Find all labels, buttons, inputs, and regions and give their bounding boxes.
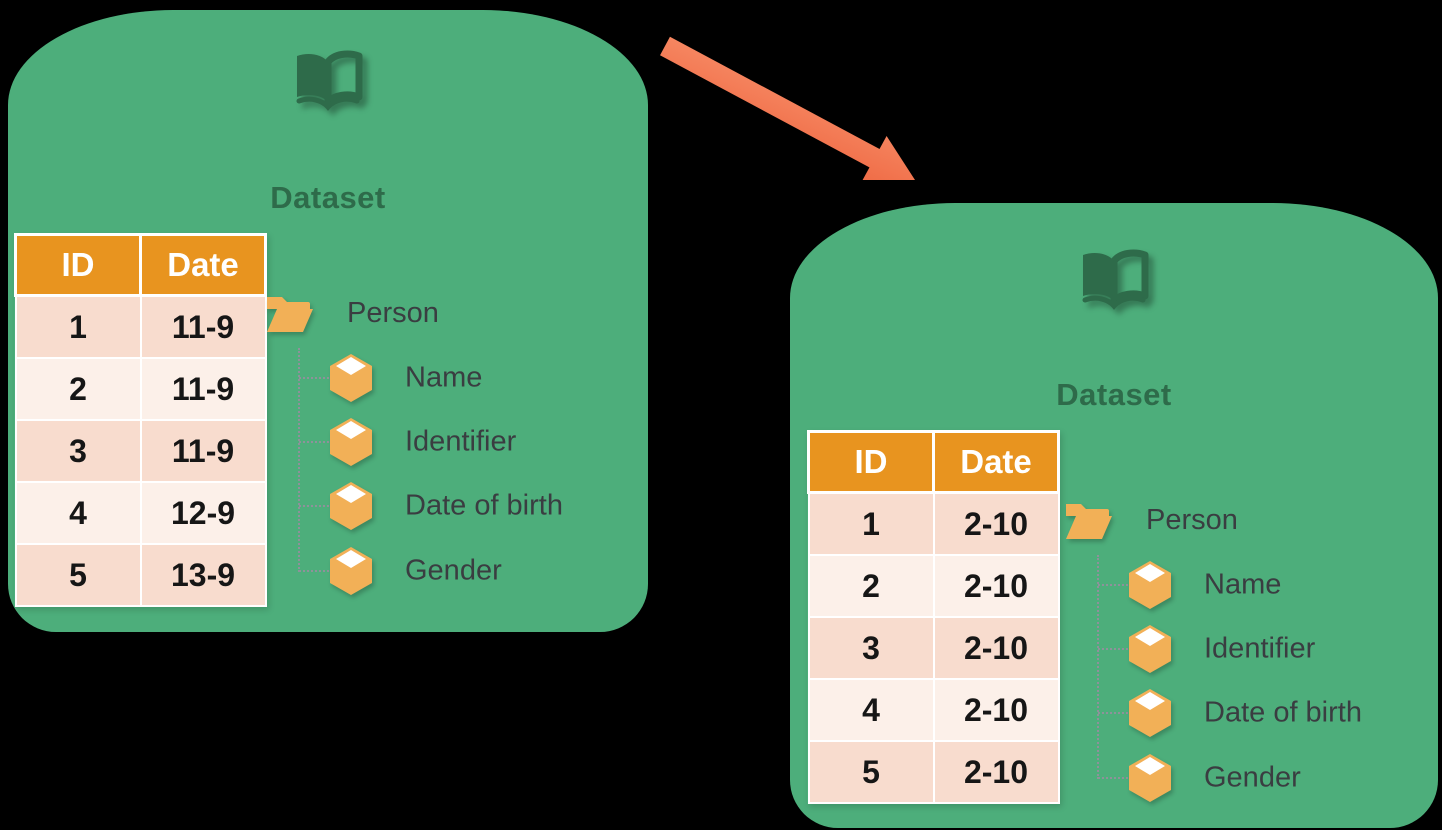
tree-root: Person (1064, 499, 1238, 541)
cube-icon (330, 482, 372, 530)
cube-icon (1129, 689, 1171, 737)
tree-connector-line (1097, 555, 1099, 779)
schema-tree: Person Name Identifier (1064, 499, 1442, 809)
table-row: 5 2-10 (807, 740, 1060, 804)
tree-item-label: Identifier (1204, 632, 1316, 665)
tree-item-label: Date of birth (1204, 696, 1362, 729)
table-row: 4 12-9 (14, 481, 267, 545)
table-row: 2 2-10 (807, 554, 1060, 618)
table-row: 3 2-10 (807, 616, 1060, 680)
date-cell: 2-10 (932, 678, 1060, 742)
table-row: 5 13-9 (14, 543, 267, 607)
flow-arrow (660, 36, 915, 180)
table-row: 3 11-9 (14, 419, 267, 483)
date-cell: 2-10 (932, 616, 1060, 680)
id-cell: 5 (807, 740, 935, 804)
id-cell: 3 (14, 419, 142, 483)
tree-item-label: Name (405, 361, 483, 394)
tree-root: Person (265, 292, 439, 334)
id-cell: 2 (807, 554, 935, 618)
date-cell: 11-9 (139, 294, 267, 359)
date-column-header: Date (932, 430, 1060, 494)
table-header-row: ID Date (14, 233, 267, 297)
cube-icon (330, 354, 372, 402)
open-folder-icon (267, 297, 313, 332)
tree-root-label: Person (347, 296, 439, 329)
tree-item: Date of birth (1064, 685, 1442, 741)
tree-item: Gender (265, 543, 645, 599)
tree-connector-stub (299, 441, 329, 443)
open-book-icon (1082, 249, 1149, 310)
date-cell: 2-10 (932, 740, 1060, 804)
dataset-panel-left: Dataset ID Date 1 11-9 2 11-9 3 11-9 4 1… (8, 10, 648, 632)
date-column-header: Date (139, 233, 267, 297)
cube-icon (330, 418, 372, 466)
tree-connector-stub (299, 377, 329, 379)
cube-icon (1129, 754, 1171, 802)
id-cell: 4 (807, 678, 935, 742)
id-cell: 3 (807, 616, 935, 680)
tree-item: Name (265, 350, 645, 406)
tree-item: Date of birth (265, 478, 645, 534)
id-cell: 2 (14, 357, 142, 421)
tree-connector-stub (1098, 648, 1128, 650)
tree-item: Gender (1064, 750, 1442, 806)
date-cell: 11-9 (139, 419, 267, 483)
id-cell: 1 (14, 294, 142, 359)
id-cell: 4 (14, 481, 142, 545)
dataset-table: ID Date 1 2-10 2 2-10 3 2-10 4 2-10 5 2-… (807, 430, 1060, 804)
tree-connector-line (298, 348, 300, 572)
tree-item: Identifier (1064, 621, 1442, 677)
tree-item: Identifier (265, 414, 645, 470)
cube-icon (1129, 561, 1171, 609)
date-cell: 2-10 (932, 491, 1060, 556)
table-row: 2 11-9 (14, 357, 267, 421)
date-cell: 2-10 (932, 554, 1060, 618)
table-row: 1 11-9 (14, 294, 267, 359)
id-cell: 1 (807, 491, 935, 556)
cube-icon (330, 547, 372, 595)
date-cell: 11-9 (139, 357, 267, 421)
open-book-icon (296, 50, 363, 111)
table-header-row: ID Date (807, 430, 1060, 494)
dataset-table: ID Date 1 11-9 2 11-9 3 11-9 4 12-9 5 13… (14, 233, 267, 607)
panel-title: Dataset (270, 180, 386, 215)
date-cell: 13-9 (139, 543, 267, 607)
panel-title: Dataset (1056, 377, 1172, 412)
tree-connector-stub (1098, 712, 1128, 714)
tree-connector-stub (1098, 777, 1128, 779)
tree-root-label: Person (1146, 503, 1238, 536)
cube-icon (1129, 625, 1171, 673)
tree-connector-stub (299, 505, 329, 507)
id-column-header: ID (14, 233, 142, 297)
tree-connector-stub (1098, 584, 1128, 586)
id-column-header: ID (807, 430, 935, 494)
tree-item-label: Name (1204, 568, 1282, 601)
tree-item-label: Identifier (405, 425, 517, 458)
tree-item: Name (1064, 557, 1442, 613)
table-row: 1 2-10 (807, 491, 1060, 556)
tree-item-label: Gender (1204, 761, 1301, 794)
table-row: 4 2-10 (807, 678, 1060, 742)
tree-item-label: Date of birth (405, 489, 563, 522)
date-cell: 12-9 (139, 481, 267, 545)
dataset-panel-right: Dataset ID Date 1 2-10 2 2-10 3 2-10 4 2… (790, 203, 1438, 828)
open-folder-icon (1066, 504, 1112, 539)
tree-item-label: Gender (405, 554, 502, 587)
id-cell: 5 (14, 543, 142, 607)
schema-tree: Person Name Identifier (265, 292, 645, 602)
tree-connector-stub (299, 570, 329, 572)
